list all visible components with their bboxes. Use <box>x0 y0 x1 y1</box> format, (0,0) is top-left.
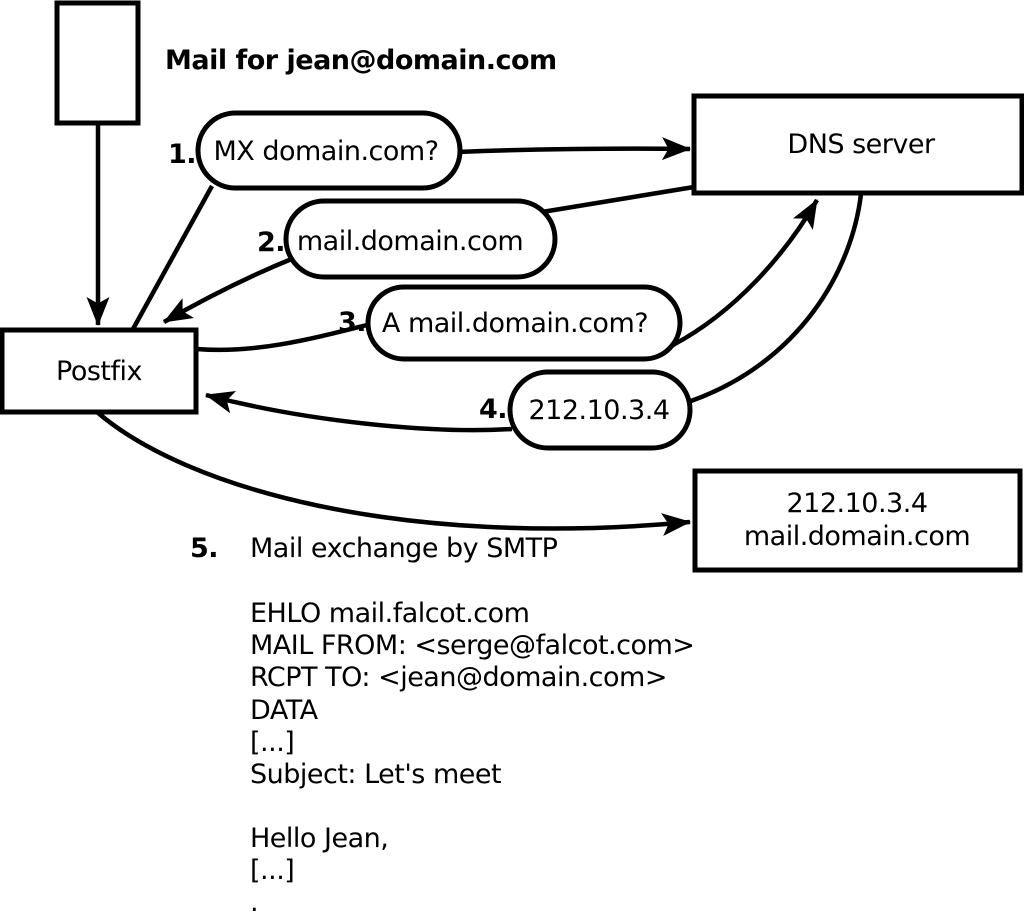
step-5-number: 5. <box>190 533 218 564</box>
smtp-line: Hello Jean, <box>250 823 388 854</box>
edge-reply2-to-postfix-arrow <box>162 255 295 324</box>
reply-2-bubble <box>283 198 558 280</box>
smtp-line: [...] <box>250 855 294 886</box>
mail-server-ip: 212.10.3.4 <box>787 488 928 519</box>
query-3-label: A mail.domain.com? <box>382 308 648 339</box>
smtp-line: DATA <box>250 695 319 726</box>
smtp-line: . <box>250 887 258 918</box>
envelope-node <box>54 0 141 126</box>
mail-server-host: mail.domain.com <box>744 521 970 552</box>
dns-server-node: DNS server <box>691 93 1024 196</box>
mail-server-node: 212.10.3.4 mail.domain.com <box>692 468 1023 573</box>
dns-server-box <box>691 93 1024 196</box>
smtp-line: EHLO mail.falcot.com <box>250 598 529 629</box>
smtp-line: [...] <box>250 727 294 758</box>
edge-query3-to-dns-arrow <box>671 198 819 347</box>
step-5-text: Mail exchange by SMTP <box>250 533 558 564</box>
dns-server-label: DNS server <box>787 129 936 160</box>
query-3-number: 3. <box>338 307 366 338</box>
edge-reply4-to-postfix-arrow <box>205 390 513 433</box>
edge-postfix-to-query1 <box>131 184 214 331</box>
smtp-line: RCPT TO: <jean@domain.com> <box>250 662 667 693</box>
query-3-pill: 3. A mail.domain.com? <box>338 284 683 362</box>
edge-dns-to-reply4 <box>690 193 864 404</box>
reply-4-bubble <box>507 369 693 451</box>
smtp-session-transcript: EHLO mail.falcot.com MAIL FROM: <serge@f… <box>250 598 695 918</box>
reply-2-pill: 2. mail.domain.com <box>257 198 558 280</box>
query-1-bubble <box>195 110 463 191</box>
step-5-label: 5. Mail exchange by SMTP <box>190 533 558 564</box>
edge-dns-to-reply2 <box>535 184 695 216</box>
edge-query1-to-dns-arrow <box>457 137 691 161</box>
postfix-node: Postfix <box>0 327 199 415</box>
query-1-pill: 1. MX domain.com? <box>168 110 463 191</box>
reply-2-label: mail.domain.com <box>297 226 523 257</box>
mail-caption: Mail for jean@domain.com <box>165 45 557 76</box>
reply-2-number: 2. <box>257 227 285 258</box>
query-1-label: MX domain.com? <box>213 136 438 167</box>
smtp-line: MAIL FROM: <serge@falcot.com> <box>250 630 694 661</box>
reply-4-label: 212.10.3.4 <box>529 395 670 426</box>
edge-postfix-to-mailserver-arrow <box>95 410 691 537</box>
edge-postfix-to-query3 <box>196 322 368 353</box>
query-3-bubble <box>365 284 683 362</box>
postfix-label: Postfix <box>56 356 142 387</box>
reply-4-number: 4. <box>479 394 507 425</box>
query-1-number: 1. <box>168 139 196 170</box>
smtp-line: Subject: Let's meet <box>250 759 501 790</box>
mail-server-box <box>692 468 1023 573</box>
reply-4-pill: 4. 212.10.3.4 <box>479 369 693 451</box>
postfix-box <box>0 327 199 415</box>
